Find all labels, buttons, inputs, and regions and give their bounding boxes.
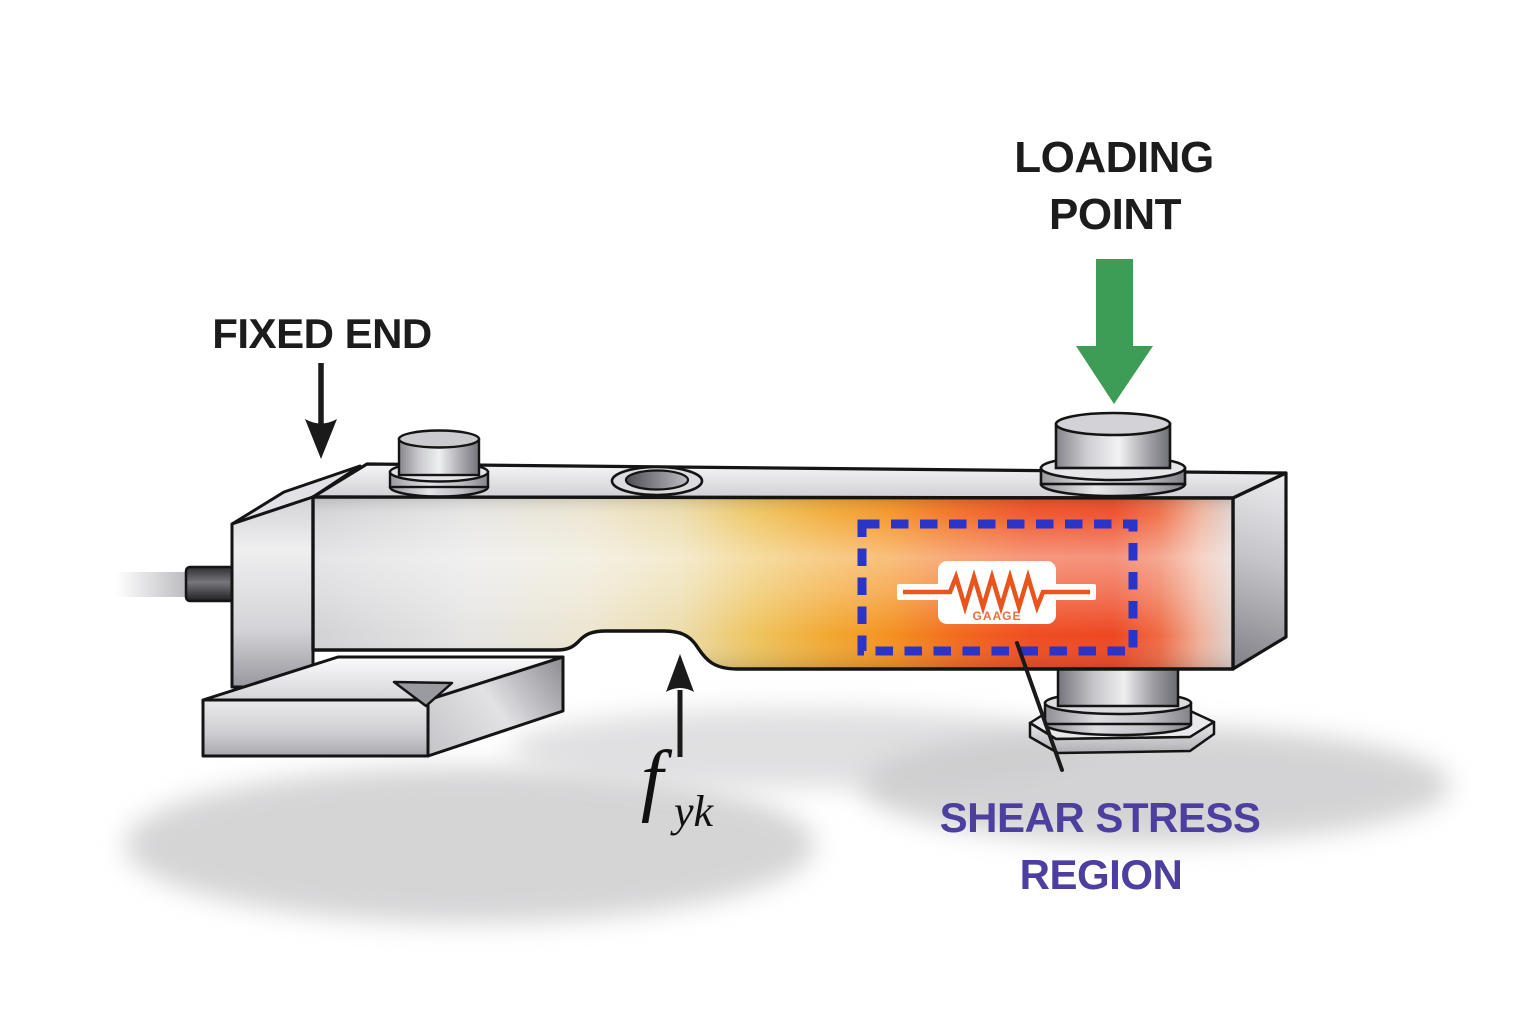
force-arrow-head [666,654,694,692]
dashed-region-rect [857,519,1138,656]
mounting-base [201,655,565,758]
loading-point-label-line2: POINT [1049,190,1182,239]
pointer-line [1015,641,1064,772]
beam-front-sheen [311,495,1235,671]
loading-point-label-line1: LOADING [1014,133,1213,182]
mounting-hole [610,465,704,497]
fixed-end-annotation: FIXED END [212,310,432,459]
shear-stress-label-line2: REGION [1020,851,1183,898]
fixed-block-front-face [230,495,315,689]
beam [311,462,1288,671]
cable [116,565,236,603]
shadow-right [860,727,1450,843]
base-v-groove [392,680,454,708]
cable-wire [116,572,190,597]
loading-point-annotation: LOADING POINT [1014,133,1214,404]
drop-shadow [125,708,1450,923]
shear-stress-annotation: SHEAR STRESS REGION [940,794,1261,898]
shadow-left [125,767,815,923]
support-foot [1028,658,1216,755]
fixed-end-block [230,464,362,689]
hole-bore [624,469,690,491]
fixing-bolt-head [388,429,490,498]
gauge-label: GAAGE [972,609,1021,623]
fixed-end-label: FIXED END [212,310,432,357]
shear-stress-label-line1: SHEAR STRESS [940,794,1261,841]
loading-button [1039,411,1187,498]
loading-arrow-icon [1076,259,1153,404]
foot-base-front [1028,720,1216,755]
shear-stress-region-outline [857,519,1138,656]
bolt-top [397,429,481,449]
fixed-end-arrow-head [305,419,337,459]
beam-end-face [1231,471,1288,671]
force-subscript: yk [670,787,715,836]
loading-top [1054,411,1172,437]
base-front-face [201,698,430,758]
gauge-zigzag [903,569,1090,615]
strain-gauge-icon: GAAGE [897,561,1096,624]
cable-connector [184,565,236,603]
